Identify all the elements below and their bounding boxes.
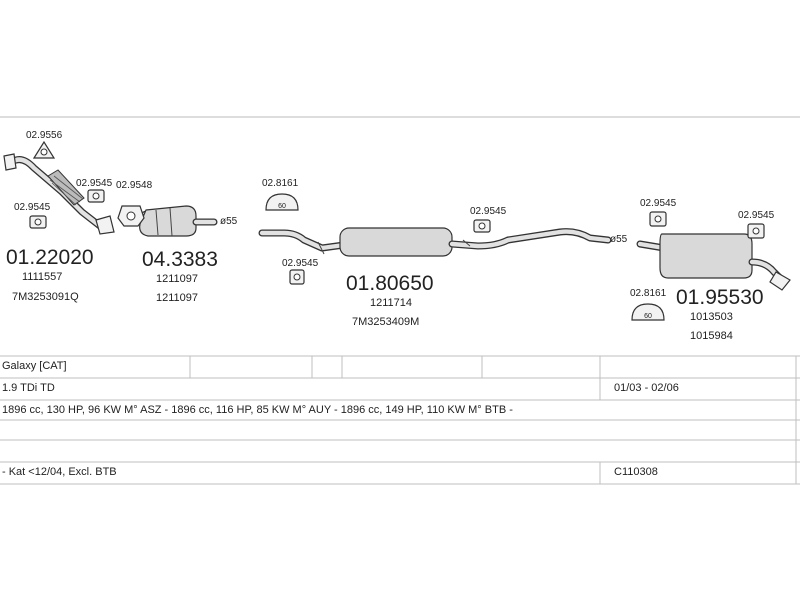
clamp-a10[interactable]: 60 [631,303,665,321]
hanger-a7[interactable] [473,219,491,233]
hanger-a6[interactable] [289,269,305,285]
part-ref: 1211714 [370,297,412,309]
accessory-code: 02.8161 [262,178,299,189]
part-number: 04.3383 [142,248,218,271]
model-name: Galaxy [CAT] [2,360,67,372]
accessory-code: 02.9556 [26,130,63,141]
part-ref: 1211097 [156,292,198,304]
hanger-a8[interactable] [649,211,667,227]
hanger-02-9556[interactable] [32,140,56,159]
accessory-code: 02.9545 [14,202,51,213]
part-ref: 1015984 [690,330,733,342]
accessory-code: 02.9545 [76,178,113,189]
clamp-mark: 60 [278,203,286,210]
catalog-code: C110308 [614,466,658,478]
accessory-code: 02.9545 [738,210,775,221]
hanger-a9[interactable] [747,223,765,239]
hanger-a3[interactable] [87,189,105,203]
part-number: 01.80650 [346,272,434,295]
clamp-a5[interactable]: 60 [265,193,299,211]
info-table-grid [0,355,800,485]
part-ref: 1211097 [156,273,198,285]
engine-name: 1.9 TDi TD [2,382,55,394]
diameter-label: ø55 [610,234,628,245]
rear-silencer-body [659,233,753,279]
svg-text:60: 60 [644,313,652,320]
year-range: 01/03 - 02/06 [614,382,679,394]
part-ref: 1111557 [22,271,62,283]
accessory-code: 02.9545 [470,206,507,217]
front-pipe-part[interactable] [3,153,115,235]
diameter-label: ø55 [220,216,238,227]
part-number: 01.22020 [6,246,94,269]
catalytic-converter-part[interactable] [126,205,218,237]
accessory-code: 02.8161 [630,288,667,299]
part-ref: 1013503 [690,311,733,323]
middle-silencer-body [339,227,453,257]
hanger-a2[interactable] [29,215,47,229]
accessory-code: 02.9548 [116,180,153,191]
rear-silencer-part[interactable] [636,233,791,291]
part-number: 01.95530 [676,286,764,309]
part-ref: 7M3253091Q [12,291,79,303]
catalyst-note: - Kat <12/04, Excl. BTB [2,466,117,478]
hanger-a4[interactable] [117,205,145,227]
middle-silencer-part[interactable] [258,227,612,257]
part-ref: 7M3253409M [352,316,419,328]
engine-specs: 1896 cc, 130 HP, 96 KW M° ASZ - 1896 cc,… [2,404,513,416]
accessory-code: 02.9545 [282,258,319,269]
accessory-code: 02.9545 [640,198,677,209]
